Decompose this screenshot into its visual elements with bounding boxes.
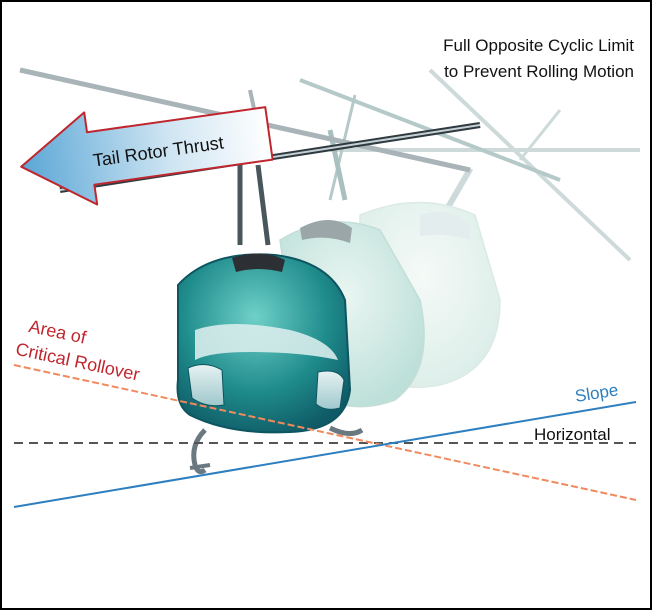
caption-line-1: Full Opposite Cyclic Limit xyxy=(443,36,634,55)
area-critical-rollover-label: Area of Critical Rollover xyxy=(14,316,141,385)
caption-line-2: to Prevent Rolling Motion xyxy=(444,62,634,81)
horizontal-label: Horizontal xyxy=(534,425,611,444)
slope-label: Slope xyxy=(574,380,620,406)
helicopter xyxy=(176,253,364,475)
slope-line xyxy=(13,401,637,508)
tail-rotor-thrust-arrow: Tail Rotor Thrust xyxy=(20,106,274,206)
critical-rollover-line xyxy=(13,364,637,501)
